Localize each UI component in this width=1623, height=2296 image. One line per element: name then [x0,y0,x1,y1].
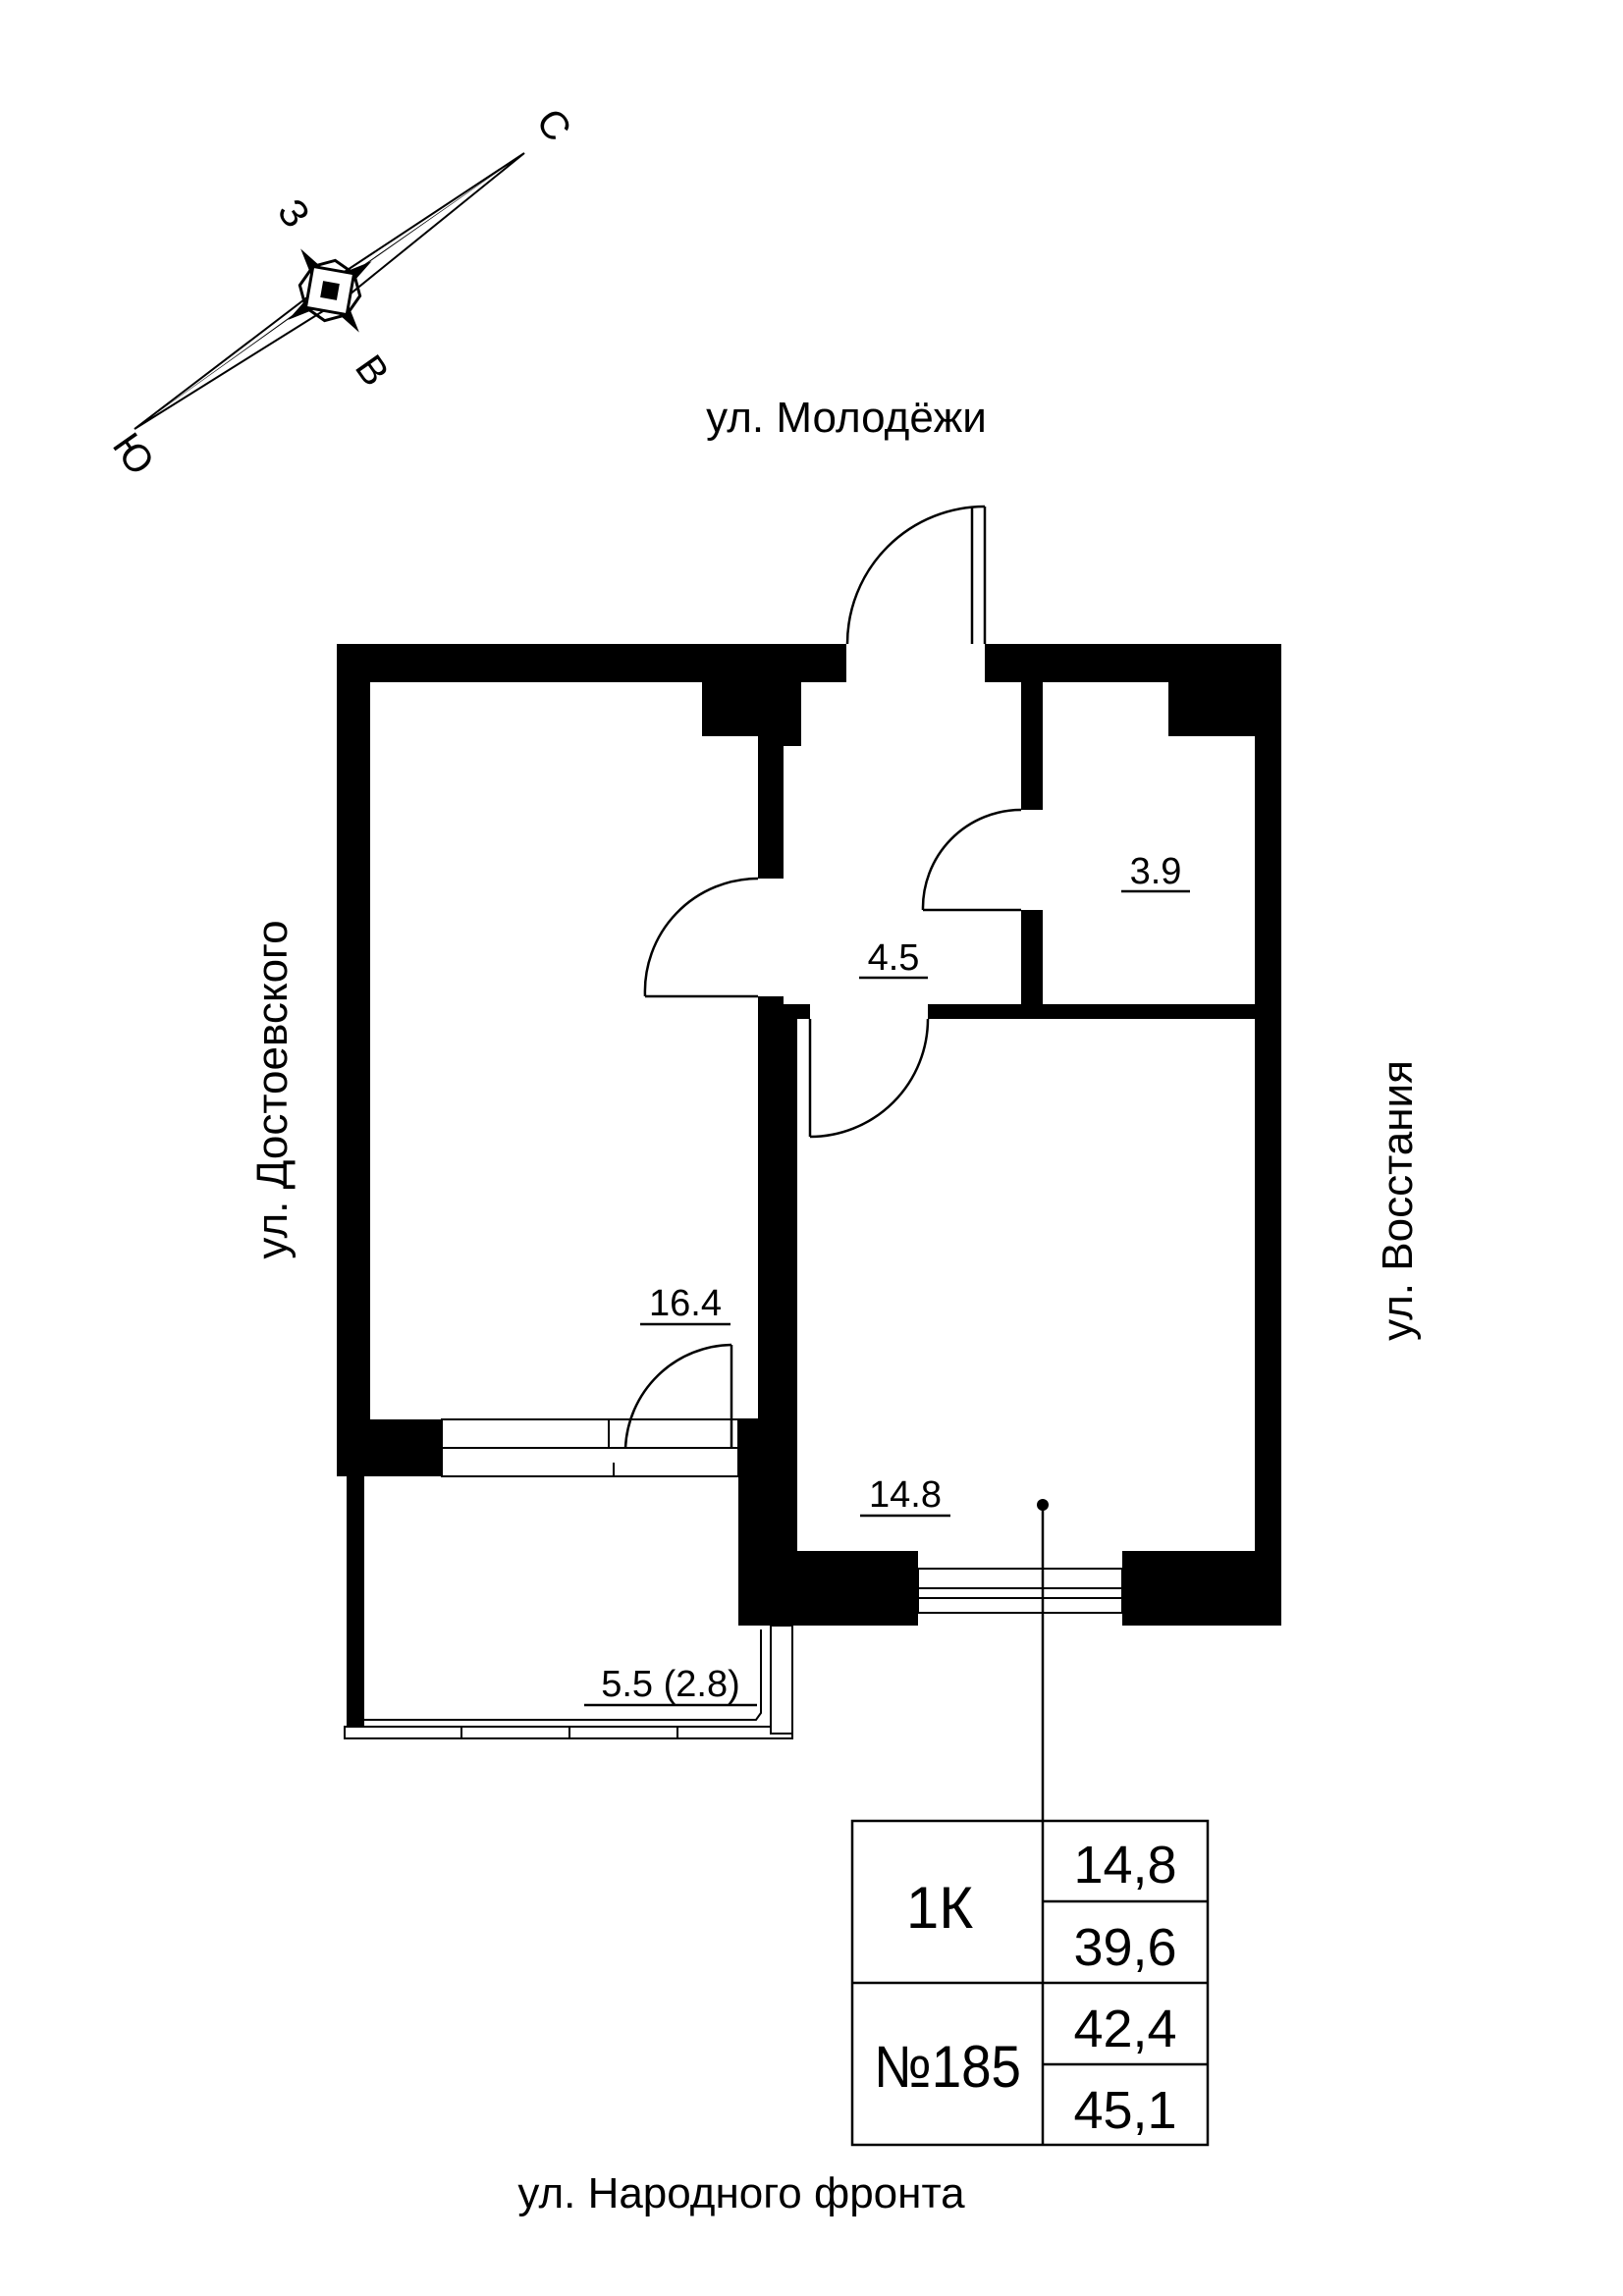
room-hall-area: 4.5 [868,937,920,979]
room-left-area: 16.4 [649,1283,722,1324]
area-total-with-balcony: 45,1 [1073,2081,1176,2140]
doors [623,505,1022,1449]
street-right-label: ул. Восстания [1374,1060,1422,1341]
compass-rose: С Ю В З [104,101,579,483]
balcony-area: 5.5 (2.8) [601,1664,740,1705]
room-bathroom-area: 3.9 [1130,851,1182,892]
compass-east-label: В [347,347,397,394]
walls [337,644,1281,1727]
street-top-label: ул. Молодёжи [706,394,987,442]
area-living: 14,8 [1073,1836,1176,1895]
windows [344,1418,1123,1739]
apartment-number: №185 [874,2034,1021,2100]
apartment-type: 1К [906,1875,973,1941]
room-right-area: 14.8 [869,1474,942,1516]
compass-south-label: Ю [104,425,162,482]
compass-north-label: С [527,101,579,149]
street-left-label: ул. Достоевского [248,920,297,1258]
area-total-with-balcony-coef: 42,4 [1073,2000,1176,2058]
street-bottom-label: ул. Народного фронта [517,2169,965,2217]
compass-west-label: З [269,191,318,236]
area-total: 39,6 [1073,1918,1176,1977]
summary-table: 1К №185 14,8 39,6 42,4 45,1 [850,1819,1210,2147]
